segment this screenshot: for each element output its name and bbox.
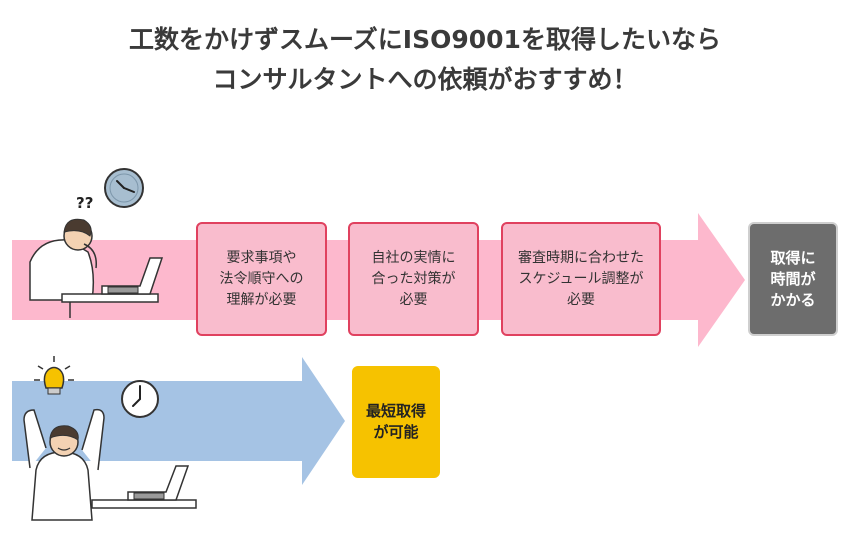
result-box-text: 最短取得 が可能 (366, 401, 426, 443)
step-box-countermeasures: 自社の実情に 合った対策が 必要 (348, 222, 479, 336)
page-title: 工数をかけずスムーズにISO9001を取得したいなら コンサルタントへの依頼がお… (0, 20, 850, 100)
result-box-text: 取得に 時間が かかる (770, 248, 815, 311)
clock-icon (104, 168, 144, 208)
result-line: 最短取得 (365, 402, 426, 420)
step-line: 法令順守への (219, 270, 304, 287)
step-line: スケジュール調整が (518, 270, 644, 287)
clock-icon (121, 380, 159, 418)
result-line: かかる (770, 290, 816, 309)
step-line: 必要 (399, 291, 428, 308)
step-box-text: 自社の実情に 合った対策が 必要 (372, 248, 456, 311)
step-line: 自社の実情に (371, 249, 456, 266)
step-box-text: 審査時期に合わせた スケジュール調整が 必要 (518, 248, 644, 311)
happy-person-illustration (23, 408, 197, 521)
step-box-requirements: 要求事項や 法令順守への 理解が必要 (196, 222, 327, 336)
question-marks: ?? (76, 194, 93, 212)
step-line: 理解が必要 (226, 291, 297, 308)
result-box-takes-time: 取得に 時間が かかる (748, 222, 838, 336)
title-line-2: コンサルタントへの依頼がおすすめ！ (212, 65, 638, 94)
step-box-schedule: 審査時期に合わせた スケジュール調整が 必要 (501, 222, 661, 336)
result-box-fastest: 最短取得 が可能 (352, 366, 440, 478)
result-line: が可能 (373, 423, 419, 441)
troubled-person-illustration: ?? (29, 194, 164, 318)
step-box-text: 要求事項や 法令順守への 理解が必要 (220, 248, 304, 311)
step-line: 要求事項や (226, 249, 297, 266)
step-line: 合った対策が (371, 270, 456, 287)
result-line: 取得に (770, 248, 816, 267)
result-line: 時間が (770, 269, 816, 288)
step-line: 審査時期に合わせた (518, 249, 644, 266)
light-bulb-icon (34, 356, 74, 395)
title-line-1: 工数をかけずスムーズにISO9001を取得したいなら (129, 25, 721, 54)
step-line: 必要 (567, 291, 595, 308)
